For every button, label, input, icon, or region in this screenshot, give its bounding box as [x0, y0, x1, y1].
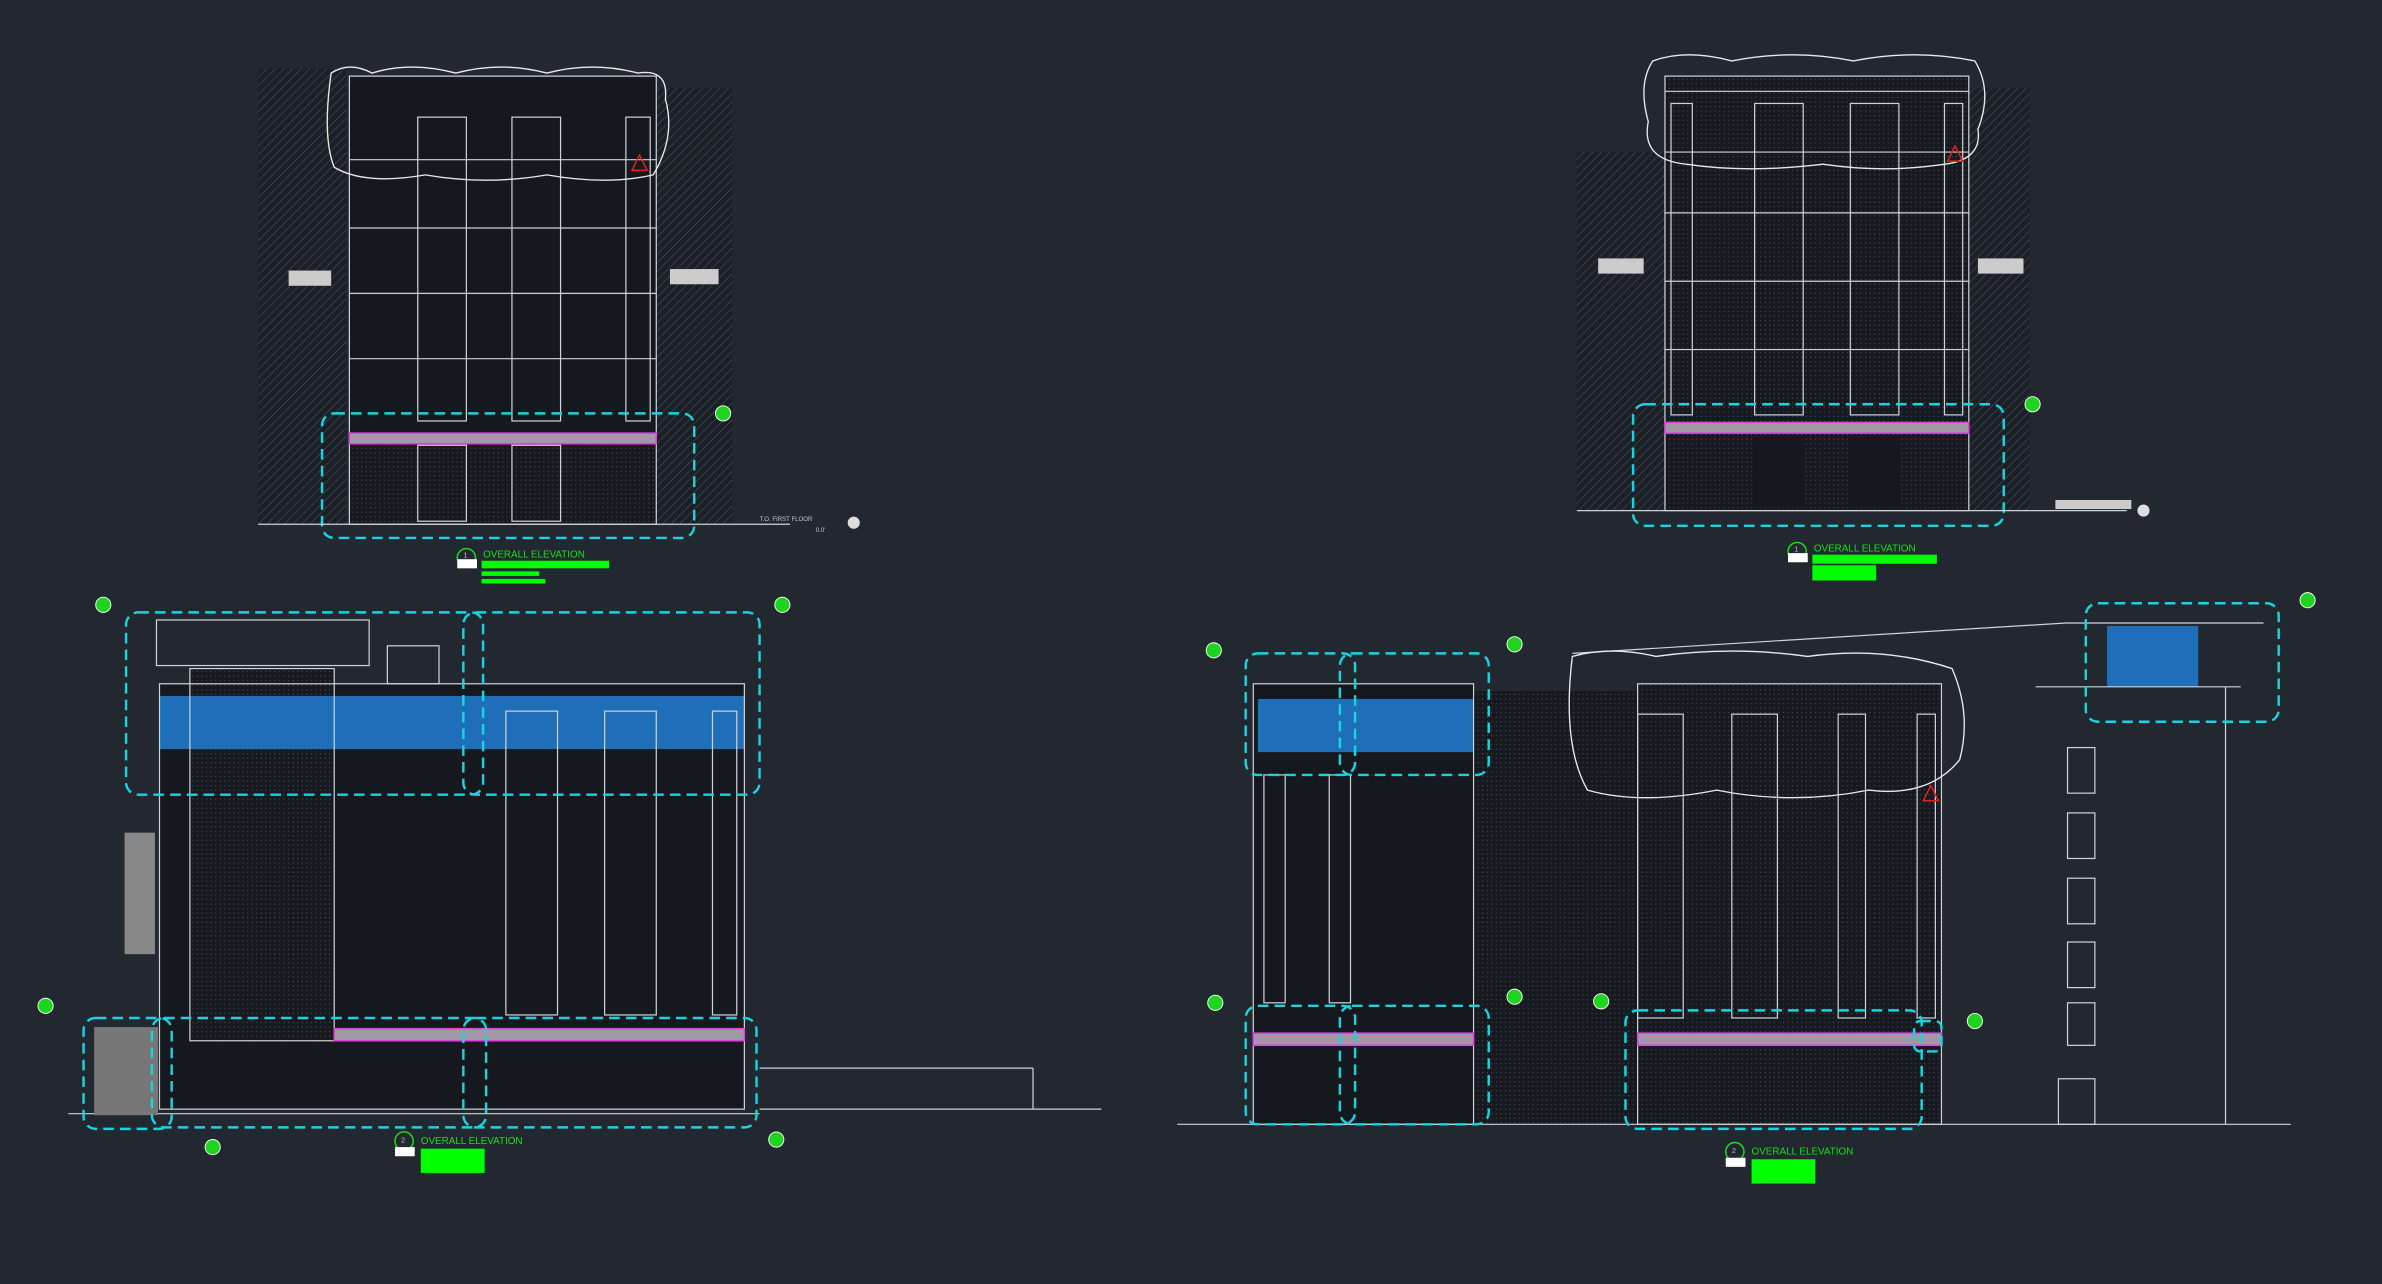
elevation-2-right[interactable]: 2 OVERALL ELEVATION [1177, 592, 2316, 1184]
detail-tag-icon[interactable] [1593, 993, 1610, 1010]
detail-tag-icon[interactable] [1205, 642, 1222, 659]
detail-tag-icon[interactable] [1506, 636, 1523, 653]
detail-tag-icon[interactable] [1966, 1012, 1983, 1030]
elevation-title: OVERALL ELEVATION [483, 550, 585, 561]
elevation-number: 2 [401, 1136, 405, 1145]
elevation-title: OVERALL ELEVATION [421, 1136, 523, 1147]
detail-tag-icon[interactable] [204, 1139, 221, 1156]
detail-tag-icon[interactable] [37, 997, 54, 1014]
elevation-title: OVERALL ELEVATION [1752, 1147, 1854, 1158]
detail-tag-icon[interactable] [2299, 592, 2316, 609]
elevation-number: 2 [1732, 1146, 1736, 1155]
detail-tag-icon[interactable] [95, 596, 112, 613]
revision-cloud [1568, 650, 1965, 799]
callout-cloud [320, 412, 696, 540]
neighbor-building-hatch [656, 88, 733, 525]
detail-tag-icon[interactable] [1207, 994, 1224, 1011]
level-marker-value: 0.0' [816, 528, 826, 534]
revision-triangle-icon [1921, 783, 1940, 802]
level-marker-icon [847, 516, 860, 529]
elevation-title: OVERALL ELEVATION [1814, 544, 1916, 555]
elevation-1-left[interactable]: T.O. FIRST FLOOR 0.0' 1 OVERALL ELEVATIO… [258, 66, 860, 584]
elevation-number: 1 [1794, 545, 1798, 554]
detail-tag-icon[interactable] [2024, 396, 2041, 413]
revision-cloud [1643, 54, 1986, 170]
revision-triangle-icon [630, 153, 649, 172]
detail-tag-icon[interactable] [768, 1131, 785, 1148]
detail-tag-icon[interactable] [774, 596, 791, 613]
elevation-1-right[interactable]: 1 OVERALL ELEVATION [1576, 54, 2150, 581]
level-marker-icon [2137, 504, 2150, 517]
revision-triangle-icon [1946, 144, 1964, 162]
callout-cloud [1631, 403, 2005, 528]
neighbor-building-hatch [258, 68, 347, 525]
level-marker-label: T.O. FIRST FLOOR [760, 517, 813, 523]
revision-cloud [326, 66, 670, 181]
detail-tag-icon[interactable] [1506, 988, 1523, 1005]
elevation-2-left[interactable]: 2 OVERALL ELEVATION [37, 596, 1102, 1173]
elevation-number: 1 [463, 551, 467, 560]
signage-icon [124, 832, 155, 955]
detail-tag-icon[interactable] [715, 405, 732, 422]
